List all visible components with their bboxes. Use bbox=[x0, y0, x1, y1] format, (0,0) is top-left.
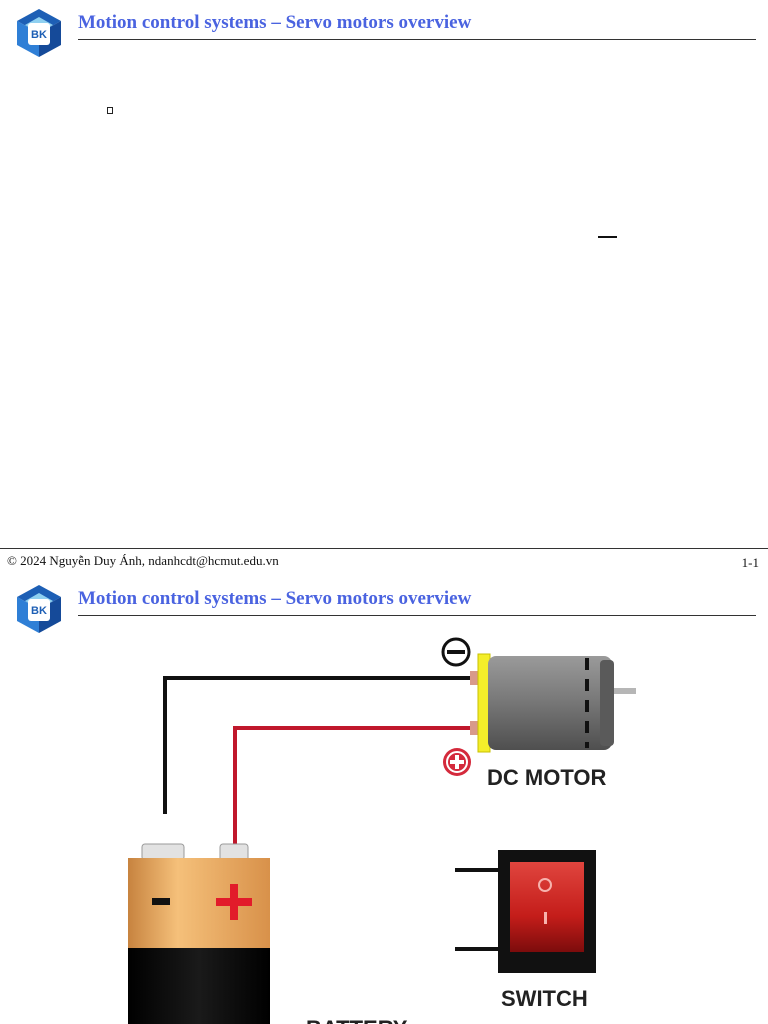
logo-text: BK bbox=[31, 605, 47, 617]
title-divider bbox=[78, 39, 756, 40]
title-divider bbox=[78, 615, 756, 616]
page-number: 1-1 bbox=[741, 555, 759, 570]
slide-title: Motion control systems – Servo motors ov… bbox=[78, 12, 472, 33]
bk-logo-icon: BK bbox=[17, 9, 61, 57]
rocker-switch-icon bbox=[455, 850, 596, 973]
dc-motor-icon bbox=[470, 653, 636, 753]
switch-label: SWITCH bbox=[501, 986, 588, 1011]
slide-1: BK Motion control systems – Servo motors… bbox=[0, 9, 768, 570]
footer-copyright: © 2024 Nguyễn Duy Ánh, ndanhcdt@hcmut.ed… bbox=[7, 553, 279, 568]
battery-icon bbox=[128, 843, 270, 1024]
slide-title: Motion control systems – Servo motors ov… bbox=[78, 588, 472, 609]
dash-mark bbox=[598, 236, 617, 238]
negative-terminal-icon bbox=[441, 637, 471, 667]
dc-motor-circuit-diagram: DC MOTOR SWITCH BATTERY bbox=[128, 637, 636, 1024]
positive-terminal-icon bbox=[443, 748, 471, 776]
slide-2: BK Motion control systems – Servo motors… bbox=[0, 576, 768, 1024]
positive-wire bbox=[233, 726, 474, 848]
bullet-placeholder-icon bbox=[107, 107, 113, 114]
motor-label: DC MOTOR bbox=[487, 765, 606, 790]
battery-label: BATTERY bbox=[306, 1016, 408, 1024]
footer-divider bbox=[0, 548, 768, 549]
bk-logo-icon: BK bbox=[17, 585, 61, 633]
negative-wire bbox=[163, 676, 474, 814]
logo-text: BK bbox=[31, 29, 47, 41]
